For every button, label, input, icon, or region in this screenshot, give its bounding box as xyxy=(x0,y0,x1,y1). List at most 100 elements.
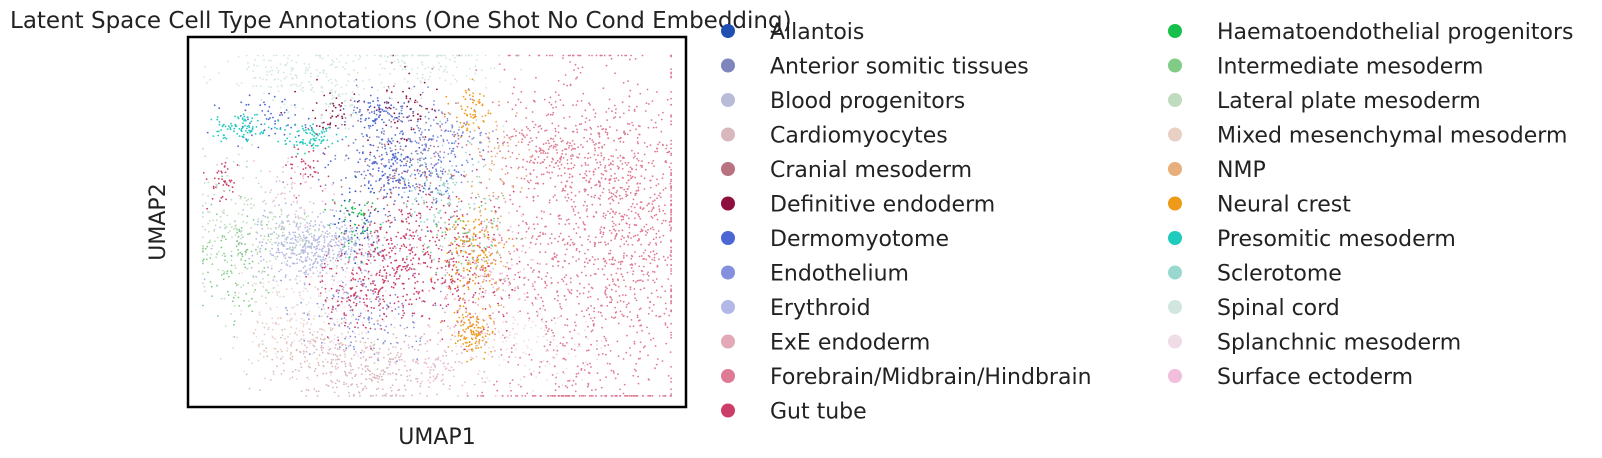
scatter-point xyxy=(594,149,597,152)
scatter-point xyxy=(305,242,307,244)
scatter-point xyxy=(480,201,483,203)
scatter-point xyxy=(615,233,618,236)
scatter-point xyxy=(395,235,398,238)
scatter-point xyxy=(612,193,615,196)
scatter-point xyxy=(395,270,398,273)
scatter-point xyxy=(395,169,398,172)
scatter-point xyxy=(383,101,386,104)
scatter-point xyxy=(669,229,672,232)
scatter-point xyxy=(246,215,249,218)
scatter-point xyxy=(390,165,392,168)
scatter-point xyxy=(357,367,360,369)
scatter-point xyxy=(272,116,274,119)
scatter-point xyxy=(380,328,383,330)
scatter-point xyxy=(203,182,206,184)
scatter-point xyxy=(460,200,463,203)
scatter-point xyxy=(620,54,623,57)
scatter-point xyxy=(517,98,520,101)
scatter-point xyxy=(335,272,338,275)
scatter-point xyxy=(591,54,593,57)
scatter-point xyxy=(427,139,430,142)
scatter-point xyxy=(595,211,598,213)
series-points-11 xyxy=(202,128,521,351)
scatter-point xyxy=(553,166,555,169)
scatter-point xyxy=(522,245,524,247)
scatter-point xyxy=(649,251,652,253)
scatter-point xyxy=(337,336,339,339)
scatter-point xyxy=(393,203,395,206)
scatter-point xyxy=(403,170,405,173)
scatter-point xyxy=(408,72,411,75)
scatter-point xyxy=(352,267,355,269)
scatter-point xyxy=(457,295,460,297)
scatter-point xyxy=(300,160,303,163)
scatter-point xyxy=(507,54,510,57)
scatter-point xyxy=(670,169,672,171)
scatter-point xyxy=(423,158,425,161)
scatter-point xyxy=(417,118,419,121)
scatter-point xyxy=(286,349,289,352)
scatter-point xyxy=(350,357,353,360)
scatter-point xyxy=(365,263,368,265)
scatter-point xyxy=(553,140,555,143)
scatter-point xyxy=(353,243,355,246)
scatter-point xyxy=(298,369,300,372)
scatter-point xyxy=(411,263,414,266)
scatter-point xyxy=(569,185,572,188)
scatter-point xyxy=(446,117,449,120)
scatter-point xyxy=(390,237,392,240)
scatter-point xyxy=(215,183,218,186)
scatter-point xyxy=(391,158,393,161)
scatter-point xyxy=(670,189,672,192)
scatter-point xyxy=(353,202,356,204)
scatter-point xyxy=(342,246,344,249)
scatter-point xyxy=(564,395,567,397)
scatter-point xyxy=(402,257,404,260)
scatter-point xyxy=(448,223,450,226)
scatter-point xyxy=(310,126,313,129)
scatter-point xyxy=(546,360,549,363)
scatter-point xyxy=(366,258,369,261)
scatter-point xyxy=(393,326,396,329)
scatter-point xyxy=(370,306,373,309)
scatter-point xyxy=(277,193,279,196)
scatter-point xyxy=(580,123,583,125)
scatter-point xyxy=(638,215,641,218)
scatter-point xyxy=(667,375,670,377)
scatter-point xyxy=(383,133,385,135)
scatter-point xyxy=(309,340,312,343)
scatter-point xyxy=(456,269,458,272)
scatter-point xyxy=(402,149,404,152)
scatter-point xyxy=(639,206,642,209)
scatter-point xyxy=(335,226,338,229)
scatter-point xyxy=(636,105,638,108)
scatter-point xyxy=(612,160,614,163)
scatter-point xyxy=(361,244,364,247)
scatter-point xyxy=(369,249,372,251)
scatter-point xyxy=(561,266,564,269)
scatter-point xyxy=(356,232,359,235)
scatter-point xyxy=(479,288,481,290)
scatter-point xyxy=(357,280,359,283)
scatter-point xyxy=(319,259,322,261)
scatter-point xyxy=(655,242,657,245)
scatter-point xyxy=(601,315,603,317)
scatter-point xyxy=(370,341,373,344)
scatter-point xyxy=(344,337,346,340)
scatter-point xyxy=(452,215,455,217)
scatter-point xyxy=(575,77,577,80)
scatter-point xyxy=(391,310,393,312)
scatter-point xyxy=(563,172,566,175)
scatter-point xyxy=(503,336,506,339)
scatter-point xyxy=(556,299,559,302)
scatter-point xyxy=(277,244,279,247)
scatter-point xyxy=(358,99,360,102)
scatter-point xyxy=(559,303,561,305)
scatter-point xyxy=(609,350,612,352)
scatter-point xyxy=(556,152,558,154)
scatter-point xyxy=(508,356,511,358)
scatter-point xyxy=(620,219,623,221)
scatter-point xyxy=(468,153,471,156)
scatter-point xyxy=(441,231,444,234)
scatter-point xyxy=(342,286,345,289)
